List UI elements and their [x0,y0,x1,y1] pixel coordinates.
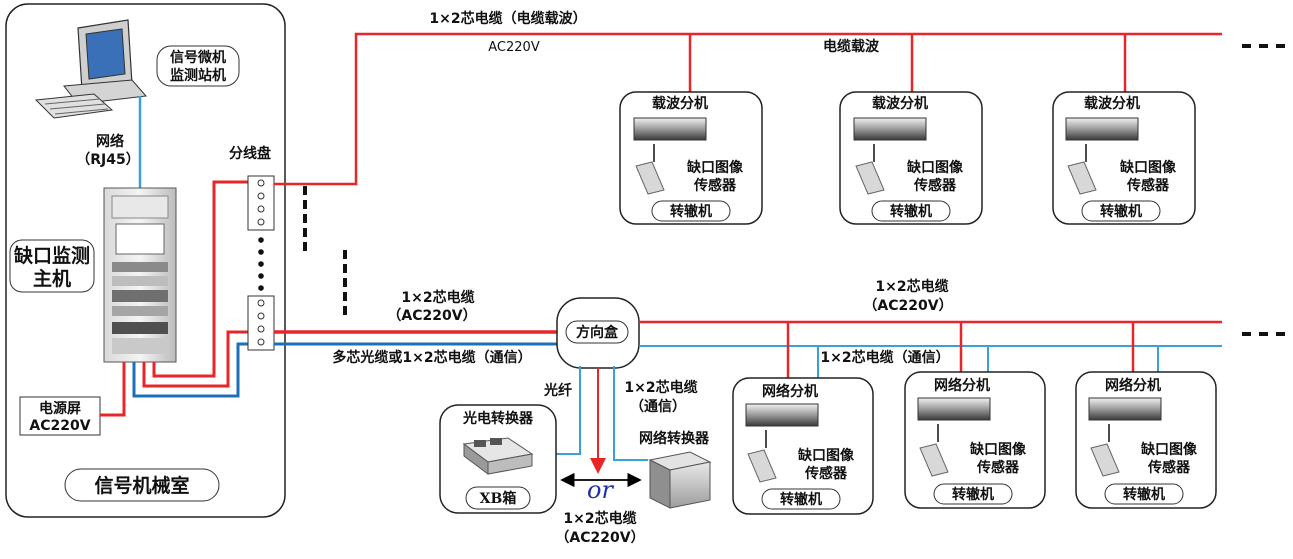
switch-machine-label: 转辙机 [780,491,822,508]
carrier-module-icon [853,117,927,141]
network-unit-3: 网络分机 缺口图像 传感器 转辙机 [1075,371,1217,509]
or-label: or [587,476,614,504]
workstation-label-2: 监测站机 [170,67,226,84]
workstation-computer-icon [34,19,148,119]
sensor-label-2: 传感器 [976,459,1020,476]
sensor-label-1: 缺口图像 [798,447,855,464]
network-unit-2: 网络分机 缺口图像 传感器 转辙机 [904,371,1046,509]
bottom-cable-label-2: （AC220V） [555,530,644,546]
ellipsis-dots-2 [343,250,347,315]
carrier-unit-title: 载波分机 [1084,95,1140,112]
splitter-panel-bottom [247,295,275,351]
sensor-icon [1067,161,1097,195]
switch-machine-label: 转辙机 [1100,203,1142,220]
sensor-label-1: 缺口图像 [1141,441,1198,458]
down-cable-label-2: （通信） [630,398,686,415]
trunk-cable-label-1: 1×2芯电缆 [401,289,474,306]
network-unit-title: 网络分机 [934,377,990,394]
top-line-ellipsis [1242,44,1285,48]
power-screen-box [19,396,101,436]
power-label-1: 电源屏 [39,400,81,417]
sensor-label-2: 传感器 [1126,177,1170,194]
host-label-1: 缺口监测 [14,244,90,267]
carrier-module-icon [1065,117,1139,141]
optical-converter-icon [462,437,534,475]
sensor-label-1: 缺口图像 [1120,159,1177,176]
xb-box-label: XB箱 [480,490,517,507]
down-comm-link [613,366,648,461]
network-label-2: （RJ45） [76,152,139,168]
carrier-unit-title: 载波分机 [652,95,708,112]
network-module-icon [745,403,819,427]
switch-machine-label: 转辙机 [670,203,712,220]
room-label-box [64,468,220,502]
power-label-2: AC220V [29,418,90,434]
carrier-label: 电缆载波 [823,38,880,55]
splitter-label: 分线盘 [229,145,271,162]
workstation-label-1: 信号微机 [170,49,226,66]
xb-box-group: 光电转换器 XB箱 [439,404,557,514]
carrier-unit-1: 载波分机 缺口图像 传感器 转辙机 [619,91,763,225]
right-power-label-1: 1×2芯电缆 [875,278,948,295]
sensor-label-2: 传感器 [1147,459,1191,476]
splitter-dots [258,237,264,291]
direction-box-label: 方向盒 [576,324,619,341]
sensor-label-2: 传感器 [693,177,737,194]
fiber-label: 光纤 [543,382,572,399]
sensor-icon [919,443,949,477]
room-label: 信号机械室 [94,474,189,497]
trunk-cable-label-2: （AC220V） [387,308,476,324]
network-module-icon [1088,397,1162,421]
sensor-icon [855,161,885,195]
top-voltage-label: AC220V [488,40,540,55]
sensor-icon [635,161,665,195]
carrier-module-icon [633,117,707,141]
network-converter-label: 网络转换器 [639,430,710,447]
network-converter-icon [648,451,712,509]
carrier-unit-2: 载波分机 缺口图像 传感器 转辙机 [839,91,983,225]
switch-machine-label: 转辙机 [1123,486,1165,503]
down-cable-label-1: 1×2芯电缆 [624,379,697,396]
network-unit-title: 网络分机 [762,383,818,400]
sensor-icon [747,449,777,483]
sensor-label-1: 缺口图像 [687,159,744,176]
ellipsis-dots-1 [303,186,307,251]
bottom-line-ellipsis [1242,332,1285,336]
sensor-label-2: 传感器 [804,465,848,482]
optical-converter-label: 光电转换器 [462,410,534,427]
right-comm-label: 1×2芯电缆（通信） [820,349,949,366]
carrier-unit-title: 载波分机 [872,95,928,112]
right-power-label-2: （AC220V） [863,298,952,314]
trunk-comm-label: 多芯光缆或1×2芯电缆（通信） [332,349,531,366]
splitter-panel-top [247,175,275,231]
switch-machine-label: 转辙机 [952,486,994,503]
host-cabinet-icon [103,187,177,363]
host-label-2: 主机 [33,268,71,290]
network-label-1: 网络 [96,133,124,150]
sensor-icon [1090,443,1120,477]
bottom-cable-label-1: 1×2芯电缆 [563,510,636,527]
network-unit-1: 网络分机 缺口图像 传感器 转辙机 [732,377,874,515]
network-module-icon [917,397,991,421]
network-unit-title: 网络分机 [1105,377,1161,394]
workstation-label-box [156,45,240,87]
sensor-label-1: 缺口图像 [970,441,1027,458]
carrier-unit-3: 载波分机 缺口图像 传感器 转辙机 [1052,91,1196,225]
top-cable-label: 1×2芯电缆（电缆载波） [429,10,586,27]
sensor-label-2: 传感器 [913,177,957,194]
carrier-power-line [274,32,1222,186]
host-label-box [9,239,95,293]
sensor-label-1: 缺口图像 [907,159,964,176]
switch-machine-label: 转辙机 [890,203,932,220]
